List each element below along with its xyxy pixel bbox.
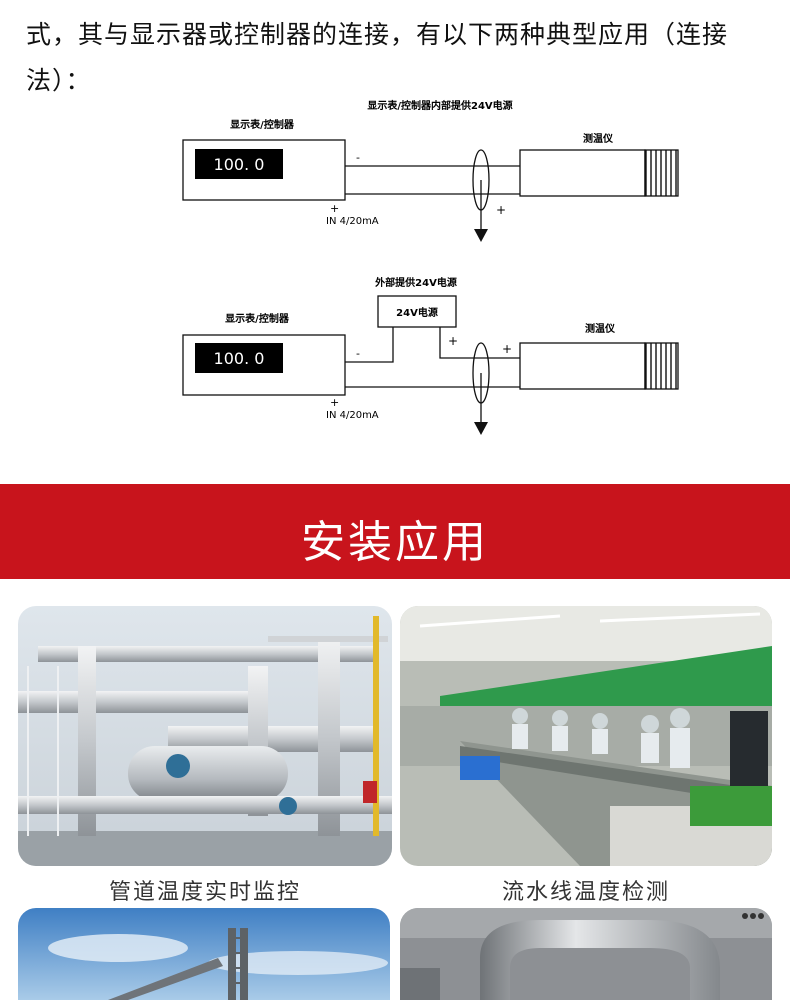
diagram1-minus: - xyxy=(356,151,360,164)
diagram2-input-label: IN 4/20mA xyxy=(326,410,379,421)
diagram2-sensor-plus: + xyxy=(502,342,512,356)
diagram2-minus: - xyxy=(356,347,360,360)
pipeline-photo xyxy=(18,606,392,866)
diagram-external-power: 外部提供24V电源 24V电源 显示表/控制器 100. 0 - + + + I… xyxy=(182,276,679,435)
diagram2-power-plus: + xyxy=(448,334,458,348)
diagram-internal-power: 显示表/控制器内部提供24V电源 显示表/控制器 100. 0 - + IN 4… xyxy=(182,99,679,242)
outdoor-tower-photo xyxy=(18,908,390,1000)
diagram2-sensor-body xyxy=(519,342,646,390)
diagram2-controller-label: 显示表/控制器 xyxy=(225,312,290,325)
diagram1-sensor-body xyxy=(519,149,646,197)
diagram2-display xyxy=(195,343,283,373)
banner-title: 安装应用 xyxy=(301,517,489,568)
diagram2-title: 外部提供24V电源 xyxy=(374,276,457,289)
diagram1-sensor-plus: + xyxy=(496,203,506,217)
diagram2-power-box xyxy=(377,295,457,328)
wiring-diagrams: 显示表/控制器内部提供24V电源 显示表/控制器 100. 0 - + IN 4… xyxy=(182,99,679,435)
diagram2-wire-power-plus xyxy=(439,327,520,359)
intro-text: 式，其与显示器或控制器的连接，有以下两种典型应用（连接法）： xyxy=(26,20,729,95)
diagram1-display xyxy=(195,149,283,179)
diagram2-plus: + xyxy=(330,396,339,409)
diagram2-ground-arrow xyxy=(474,422,488,435)
diagram2-sensor-fins xyxy=(644,342,679,390)
section-banner: 安装应用 xyxy=(0,484,790,579)
diagram1-plus: + xyxy=(330,202,339,215)
diagram1-display-value: 100. 0 xyxy=(214,155,265,174)
production-line-caption: 流水线温度检测 xyxy=(501,880,670,905)
diagram1-input-label: IN 4/20mA xyxy=(326,216,379,227)
stainless-pipe-photo xyxy=(400,908,772,1000)
diagram2-display-value: 100. 0 xyxy=(214,349,265,368)
diagram2-power-label: 24V电源 xyxy=(396,306,438,319)
diagram1-sensor-label: 测温仪 xyxy=(583,132,614,145)
diagram1-ground-arrow xyxy=(474,229,488,242)
diagram1-controller-label: 显示表/控制器 xyxy=(230,118,295,131)
diagram1-title: 显示表/控制器内部提供24V电源 xyxy=(367,99,512,112)
diagram1-sensor-fins xyxy=(644,149,679,197)
diagram2-sensor-label: 测温仪 xyxy=(585,322,616,335)
pipeline-caption: 管道温度实时监控 xyxy=(108,880,301,905)
diagram2-wire-minus xyxy=(345,327,394,363)
production-line-photo xyxy=(400,606,772,866)
